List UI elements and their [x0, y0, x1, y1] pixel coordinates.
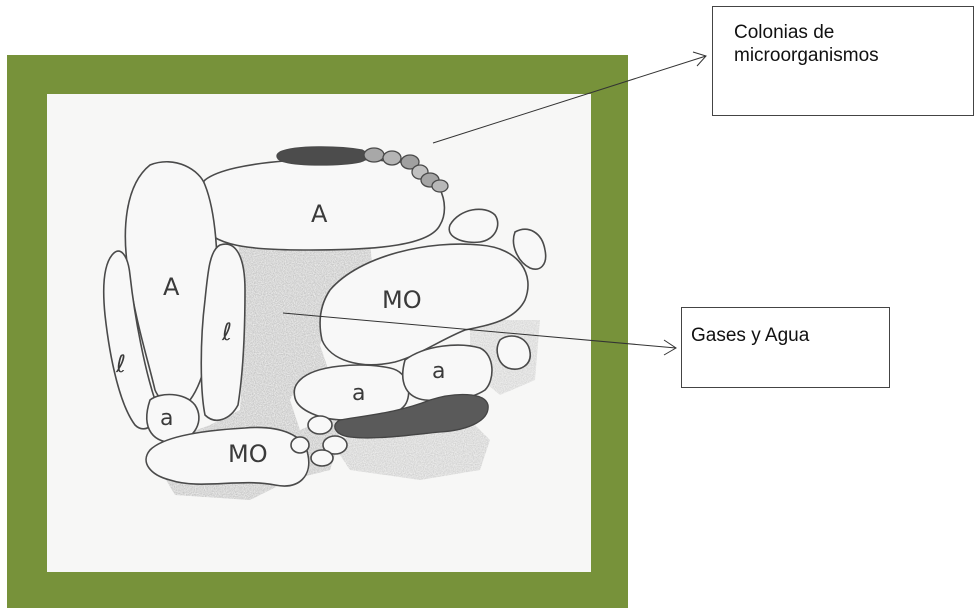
label-a-bottom: a [160, 406, 173, 431]
label-l-outer: ℓ [115, 350, 126, 378]
arrow-to-colonies [433, 56, 706, 143]
label-A-top: A [311, 200, 328, 228]
aggregate-a-right [403, 345, 492, 401]
label-A-left: A [163, 273, 180, 301]
label-a-mid: a [352, 381, 365, 406]
label-MO-bottom: MO [228, 440, 268, 468]
callout-colonies: Colonias de microorganismos [712, 6, 974, 116]
label-l-inner: ℓ [221, 318, 232, 346]
label-MO-right: MO [382, 286, 422, 314]
callout-gases-water: Gases y Agua [681, 307, 890, 388]
label-a-right: a [432, 359, 445, 384]
